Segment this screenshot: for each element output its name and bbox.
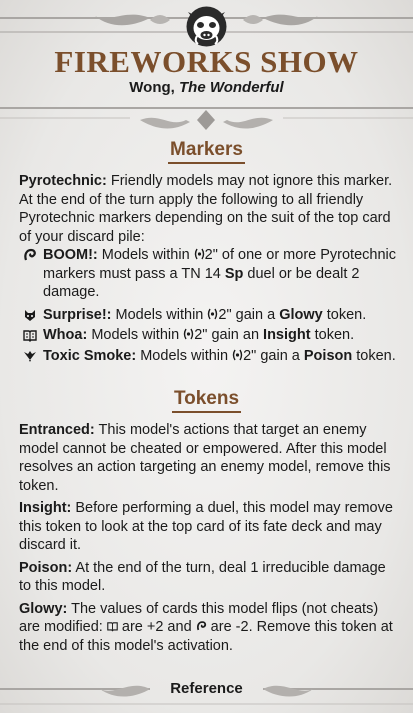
marker-toxic-smoke: Toxic Smoke: Models within 2" gain a Poi… (19, 347, 397, 366)
tokens-heading: Tokens (0, 388, 413, 413)
boar-skull-icon (186, 6, 227, 47)
marker-boom: BOOM!: Models within 2" of one or more P… (19, 246, 397, 302)
ram-suit-icon (24, 248, 36, 261)
card-title: FIREWORKS SHOW (54, 44, 359, 79)
ram-suit-icon (196, 621, 206, 631)
footer-ornament (0, 676, 413, 706)
footer-reference-label: Reference (170, 680, 243, 697)
marker-whoa: Whoa: Models within 2" gain an Insight t… (19, 326, 397, 345)
card-subtitle: Wong, The Wonderful (129, 79, 284, 96)
tokens-section: Entranced: This model's actions that tar… (19, 421, 397, 655)
tome-suit-icon (107, 622, 118, 632)
title-divider (0, 100, 413, 134)
aura-icon (184, 328, 194, 340)
token-poison: Poison: At the end of the turn, deal 1 i… (19, 559, 386, 595)
token-entranced: Entranced: This model's actions that tar… (19, 422, 391, 494)
crow-suit-icon (24, 350, 36, 362)
pyrotechnic-paragraph: Pyrotechnic: Friendly models may not ign… (19, 173, 393, 245)
markers-section: Pyrotechnic: Friendly models may not ign… (19, 172, 397, 365)
token-insight: Insight: Before performing a duel, this … (19, 500, 393, 553)
aura-icon (194, 248, 204, 260)
token-glowy: Glowy: The values of cards this model fl… (19, 600, 393, 654)
aura-icon (232, 349, 243, 360)
markers-heading: Markers (0, 139, 413, 164)
marker-surprise: Surprise!: Models within 2" gain a Glowy… (19, 306, 397, 325)
aura-icon (208, 308, 218, 319)
mask-suit-icon (25, 309, 35, 321)
tome-suit-icon (23, 330, 37, 342)
